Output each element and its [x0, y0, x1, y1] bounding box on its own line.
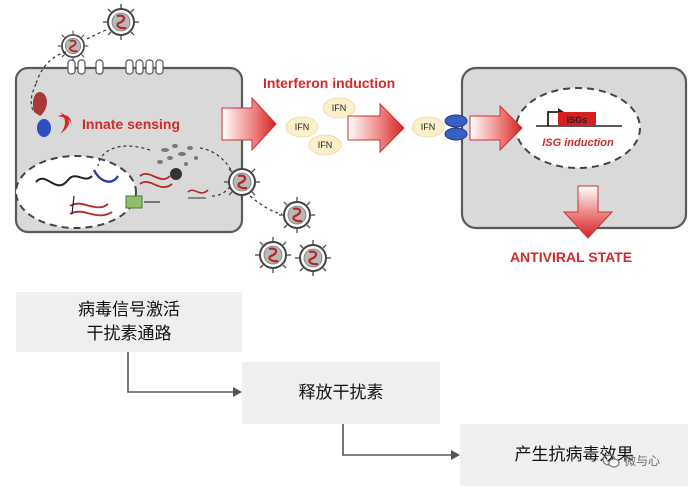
interferon-induction-label: Interferon induction [263, 75, 395, 91]
ifn-molecules: IFN IFN IFN IFN [285, 97, 445, 156]
flow-arrowhead-icon [451, 450, 460, 460]
antiviral-state-label: ANTIVIRAL STATE [510, 249, 632, 265]
interferon-pathway-diagram: Innate sensing Interferon induction IFN … [14, 2, 688, 278]
sensing-chevron-icon [58, 114, 72, 128]
infected-cell [14, 59, 262, 234]
released-viruses [249, 195, 333, 278]
flow-step-1: 病毒信号激活 干扰素通路 [16, 292, 242, 352]
entering-virus [35, 2, 141, 85]
ifn-label: IFN [295, 122, 310, 132]
flow-step-2: 释放干扰素 [242, 362, 440, 424]
wechat-icon [602, 453, 620, 468]
flow-step-3-label: 产生抗病毒效果 [514, 445, 634, 465]
antiviral-state-arrow [562, 185, 614, 239]
flow-step-1-line1: 病毒信号激活 [78, 300, 180, 320]
innate-sensing-label: Innate sensing [82, 116, 180, 132]
target-cell: ISGs ISG induction [444, 66, 688, 230]
ifn-label: IFN [421, 122, 436, 132]
isg-induction-label: ISG induction [542, 137, 614, 149]
watermark: 微与心 [602, 452, 660, 469]
interferon-induction-arrow [221, 96, 277, 152]
signaling-arrow [469, 104, 523, 152]
isgs-label: ISGs [567, 115, 588, 125]
ifn-label: IFN [318, 140, 333, 150]
watermark-text: 微与心 [624, 454, 661, 468]
flow-step-1-line2: 干扰素通路 [86, 324, 172, 344]
ifn-signal-arrow [347, 102, 405, 154]
flow-arrowhead-icon [233, 387, 242, 397]
flow-step-3: 产生抗病毒效果 [460, 424, 688, 486]
ifn-label: IFN [332, 103, 347, 113]
flow-step-2-label: 释放干扰素 [298, 383, 384, 403]
